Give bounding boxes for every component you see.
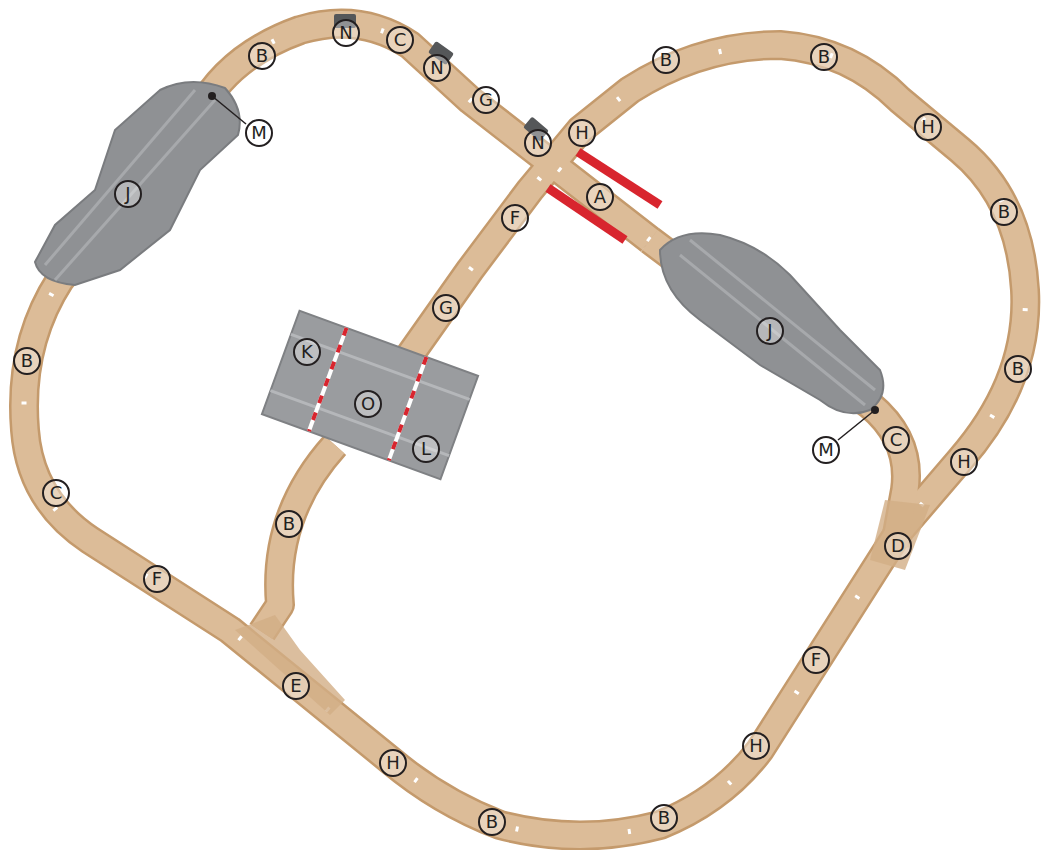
callout-circle: G — [432, 294, 460, 322]
callout-letter: H — [575, 124, 589, 142]
callout-letter: N — [339, 24, 352, 42]
callout-letter: E — [290, 677, 301, 695]
callout-circle: C — [42, 479, 70, 507]
callout-letter: B — [256, 47, 268, 65]
callout-letter: B — [658, 809, 670, 827]
callout-circle: H — [568, 119, 596, 147]
callout-circle: M — [812, 436, 840, 464]
callout-letter: H — [386, 754, 400, 772]
callout-letter: B — [486, 813, 498, 831]
callout-circle: D — [884, 532, 912, 560]
callout-letter: G — [439, 299, 453, 317]
callout-letter: N — [430, 59, 443, 77]
callout-circle: E — [282, 672, 310, 700]
callout-circle: H — [379, 749, 407, 777]
callout-letter: K — [301, 343, 313, 361]
callout-letter: H — [921, 118, 935, 136]
callout-circle: B — [990, 198, 1018, 226]
callout-circle: B — [810, 43, 838, 71]
callout-circle: H — [742, 732, 770, 760]
callout-circle: B — [248, 42, 276, 70]
callout-letter: C — [394, 31, 407, 49]
callout-circle: J — [114, 180, 142, 208]
callout-letter: H — [957, 453, 971, 471]
callout-letter: N — [531, 134, 544, 152]
callout-letter: B — [818, 48, 830, 66]
callout-circle: F — [143, 565, 171, 593]
callout-letter: J — [125, 185, 130, 203]
callout-letter: A — [594, 188, 606, 206]
callout-letter: B — [998, 203, 1010, 221]
callout-letter: J — [767, 322, 772, 340]
callout-circle: H — [914, 113, 942, 141]
callout-letter: M — [818, 441, 834, 459]
callout-letter: F — [510, 209, 520, 227]
callout-letter: L — [421, 440, 431, 458]
callout-letter: H — [749, 737, 763, 755]
callout-letter: B — [660, 51, 672, 69]
callout-circle: A — [586, 183, 614, 211]
callout-letter: F — [811, 651, 821, 669]
callout-circle: L — [412, 435, 440, 463]
callout-circle: B — [652, 46, 680, 74]
callout-circle: B — [13, 347, 41, 375]
callout-circle: K — [293, 338, 321, 366]
callout-circle: F — [802, 646, 830, 674]
callout-circle: M — [245, 119, 273, 147]
callout-letter: D — [891, 537, 905, 555]
callout-letter: B — [283, 515, 295, 533]
callout-letter: M — [251, 124, 267, 142]
callout-circle: B — [478, 808, 506, 836]
callout-circle: N — [332, 19, 360, 47]
callout-letter: F — [152, 570, 162, 588]
callout-circle: N — [423, 54, 451, 82]
callout-letter: O — [361, 395, 375, 413]
callout-circle: O — [354, 390, 382, 418]
callout-circle: B — [1004, 355, 1032, 383]
callout-letter: C — [50, 484, 63, 502]
callout-circle: G — [472, 86, 500, 114]
callout-letter: B — [1012, 360, 1024, 378]
callout-circle: B — [275, 510, 303, 538]
callout-circle: C — [386, 26, 414, 54]
callout-circle: N — [524, 129, 552, 157]
callout-circle: J — [756, 317, 784, 345]
callout-circle: H — [950, 448, 978, 476]
callout-circle: F — [501, 204, 529, 232]
callout-letter: B — [21, 352, 33, 370]
callout-circle: B — [650, 804, 678, 832]
callout-letter: G — [479, 91, 493, 109]
callout-letter: C — [890, 431, 903, 449]
callout-circle: C — [882, 426, 910, 454]
